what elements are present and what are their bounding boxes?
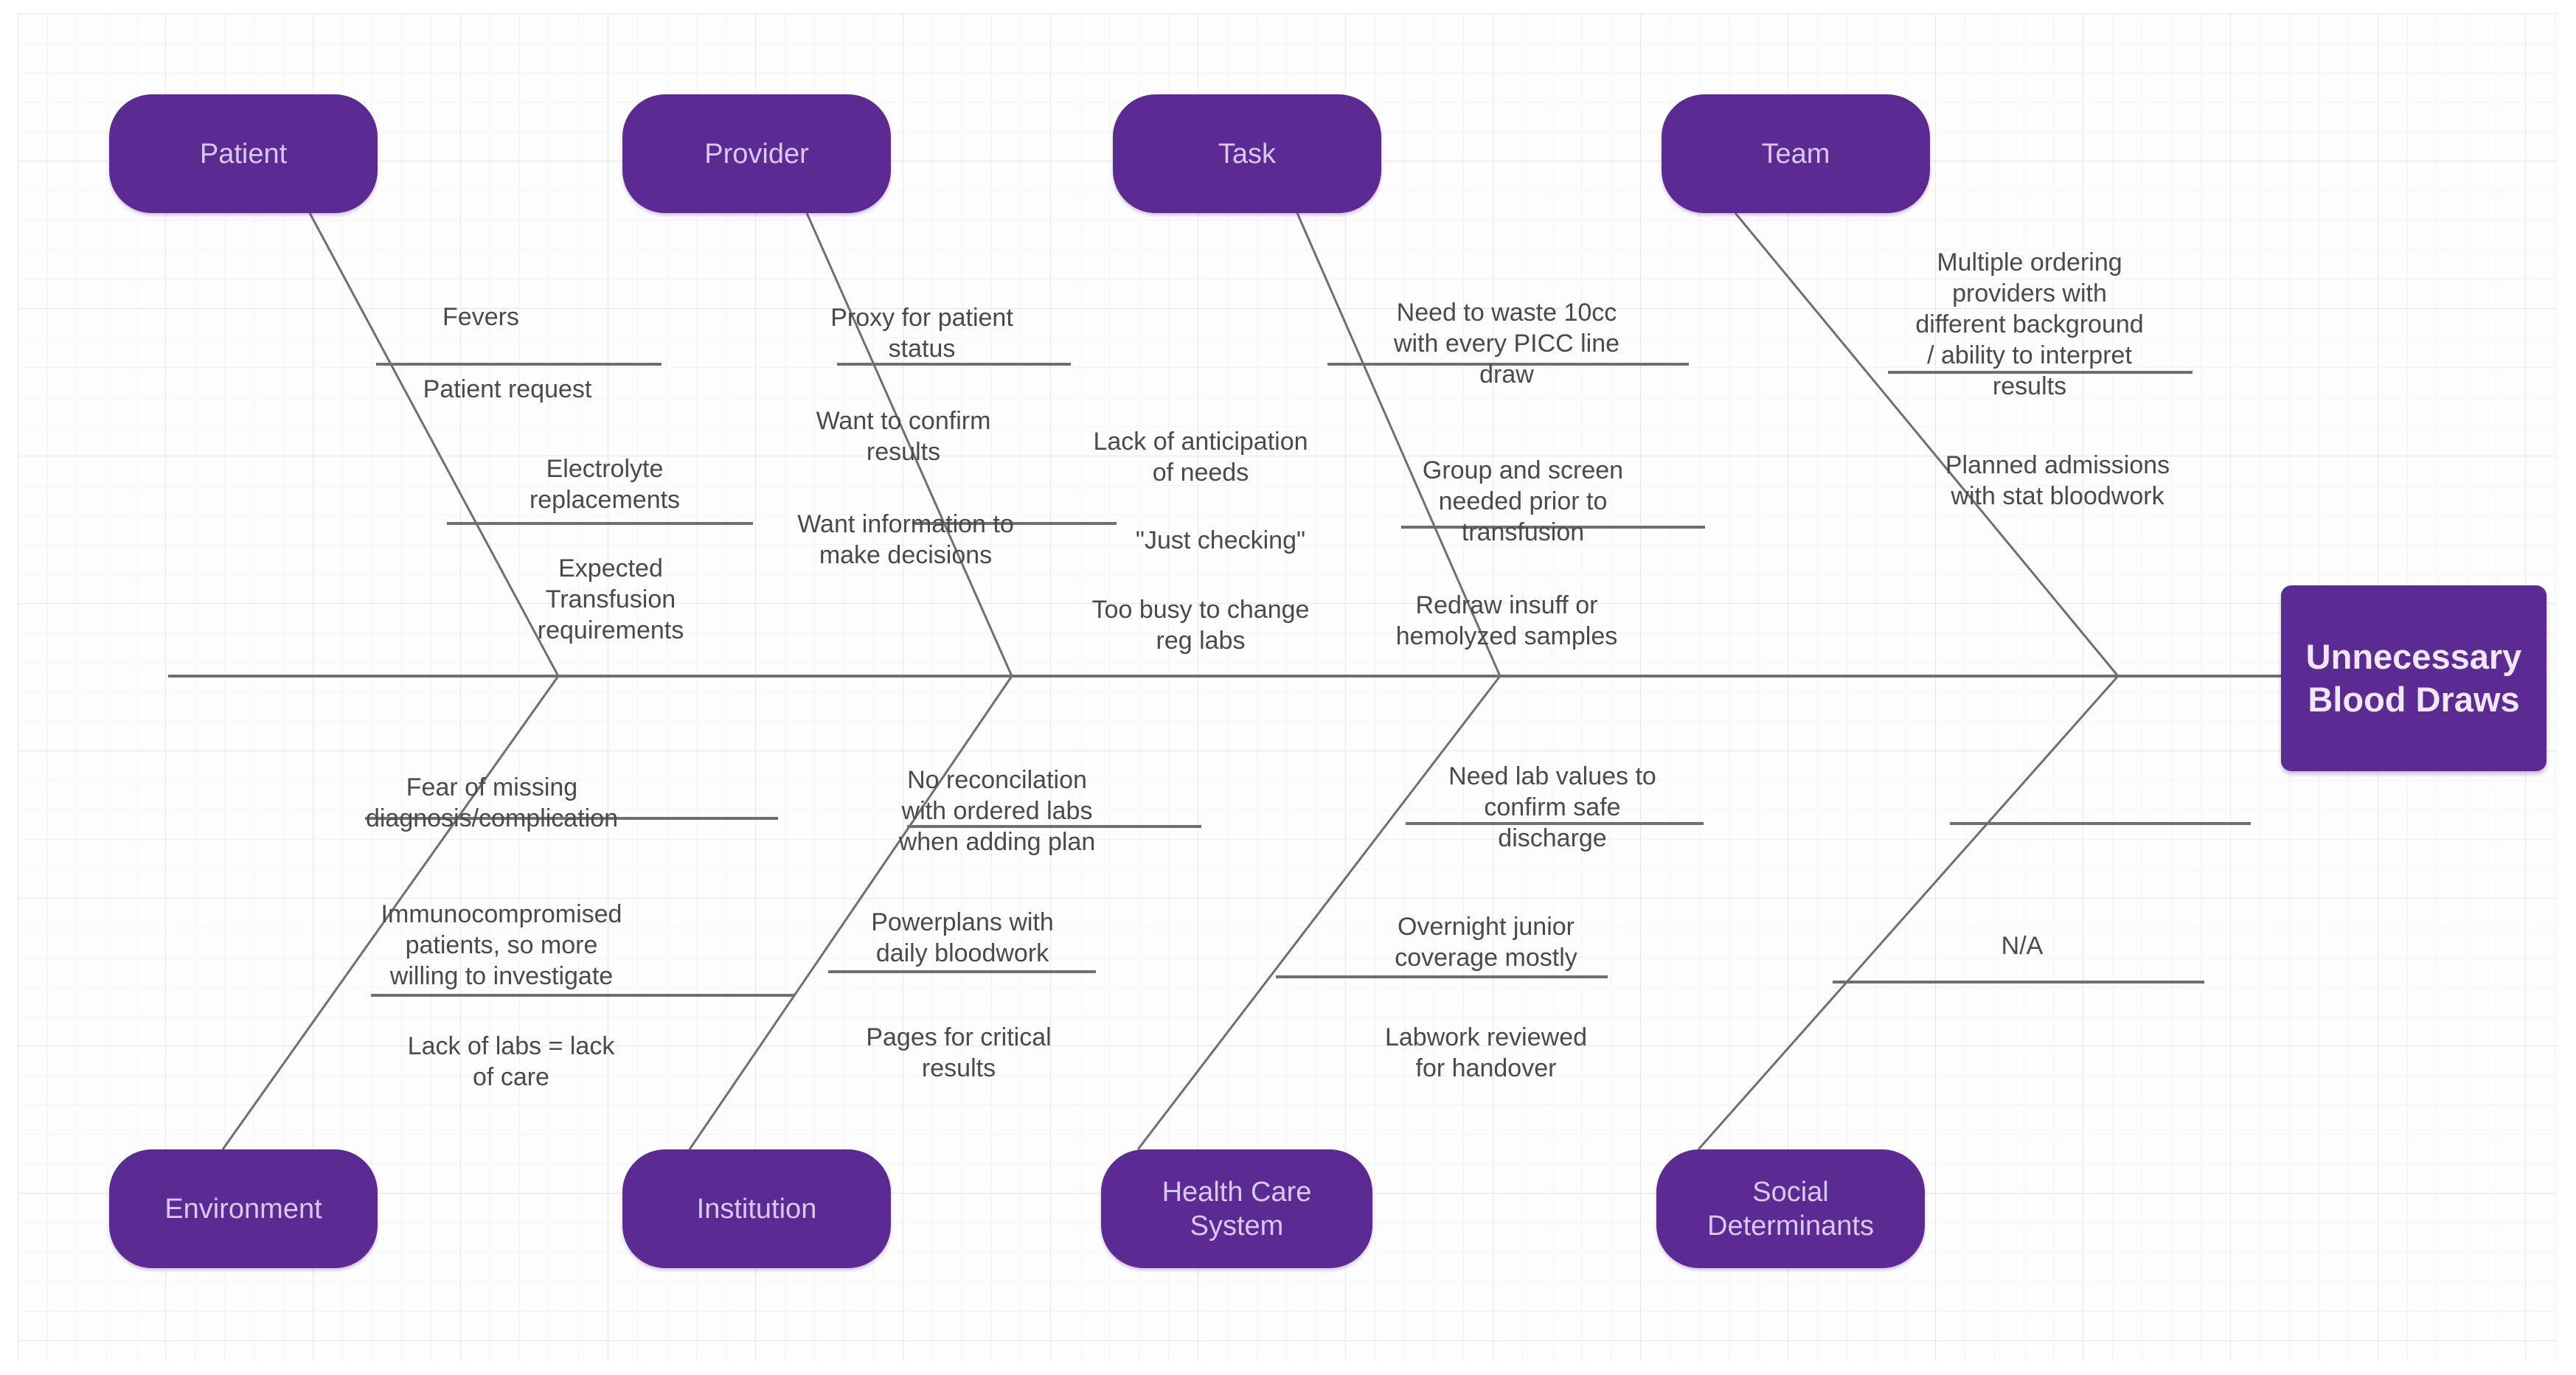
category-healthcare-system-label: Health Care System	[1162, 1176, 1312, 1242]
cause-immunocompromised[interactable]: Immunocompromised patients, so more will…	[381, 900, 622, 990]
branch-line-environment	[221, 675, 560, 1150]
category-institution-label: Institution	[696, 1193, 817, 1225]
category-social-determinants-label: Social Determinants	[1707, 1176, 1874, 1242]
cause-lack-of-labs[interactable]: Lack of labs = lack of care	[407, 1032, 615, 1091]
cause-fevers[interactable]: Fevers	[442, 303, 519, 331]
cause-want-information[interactable]: Want information to make decisions	[797, 510, 1014, 569]
category-provider[interactable]: Provider	[622, 94, 891, 213]
cause-just-checking[interactable]: "Just checking"	[1135, 526, 1306, 554]
cause-pages-critical-results[interactable]: Pages for critical results	[866, 1023, 1052, 1082]
branch-line-task	[1296, 212, 1501, 677]
cause-no-reconcilation[interactable]: No reconcilation with ordered labs when …	[898, 766, 1096, 856]
category-patient-label: Patient	[199, 138, 288, 170]
cause-patient-request[interactable]: Patient request	[423, 375, 592, 403]
category-healthcare-system[interactable]: Health Care System	[1101, 1149, 1372, 1268]
cause-expected-transfusion[interactable]: Expected Transfusion requirements	[537, 554, 684, 644]
cause-proxy-for-patient-status[interactable]: Proxy for patient status	[830, 304, 1013, 363]
category-institution[interactable]: Institution	[622, 1149, 891, 1268]
branch-line-institution	[688, 675, 1013, 1150]
cause-too-busy[interactable]: Too busy to change reg labs	[1091, 596, 1310, 655]
cause-need-lab-values[interactable]: Need lab values to confirm safe discharg…	[1448, 762, 1656, 852]
category-patient[interactable]: Patient	[109, 94, 378, 213]
cause-overnight-junior[interactable]: Overnight junior coverage mostly	[1395, 913, 1577, 972]
category-team[interactable]: Team	[1662, 94, 1930, 213]
branch-line-healthcare-system	[1136, 675, 1501, 1150]
cause-redraw-insuff[interactable]: Redraw insuff or hemolyzed samples	[1395, 591, 1618, 650]
category-provider-label: Provider	[704, 138, 809, 170]
category-environment-label: Environment	[164, 1193, 322, 1225]
grid-background	[18, 13, 2558, 1360]
cause-want-to-confirm-results[interactable]: Want to confirm results	[816, 407, 991, 466]
branch-line-patient	[308, 212, 560, 677]
cause-na[interactable]: N/A	[2001, 932, 2044, 960]
cause-powerplans[interactable]: Powerplans with daily bloodwork	[871, 908, 1054, 967]
category-environment[interactable]: Environment	[109, 1149, 378, 1268]
effect-node[interactable]: Unnecessary Blood Draws	[2281, 585, 2547, 771]
cause-electrolyte-replacements[interactable]: Electrolyte replacements	[529, 455, 681, 514]
effect-label: Unnecessary Blood Draws	[2305, 637, 2522, 719]
category-team-label: Team	[1761, 138, 1830, 170]
category-task[interactable]: Task	[1113, 94, 1381, 213]
cause-fear-of-missing[interactable]: Fear of missing diagnosis/complication	[365, 773, 619, 832]
cause-waste-10cc[interactable]: Need to waste 10cc with every PICC line …	[1393, 299, 1620, 389]
cause-labwork-handover[interactable]: Labwork reviewed for handover	[1384, 1023, 1588, 1082]
cause-lack-of-anticipation[interactable]: Lack of anticipation of needs	[1093, 428, 1308, 487]
cause-planned-admissions[interactable]: Planned admissions with stat bloodwork	[1945, 451, 2170, 510]
branch-line-team	[1734, 212, 2120, 677]
cause-multiple-ordering-providers[interactable]: Multiple ordering providers with differe…	[1915, 248, 2144, 400]
cause-group-and-screen[interactable]: Group and screen needed prior to transfu…	[1422, 456, 1624, 546]
category-task-label: Task	[1218, 138, 1277, 170]
category-social-determinants[interactable]: Social Determinants	[1656, 1149, 1925, 1268]
branch-line-provider	[805, 212, 1013, 677]
branch-line-social-determinants	[1697, 675, 2120, 1150]
